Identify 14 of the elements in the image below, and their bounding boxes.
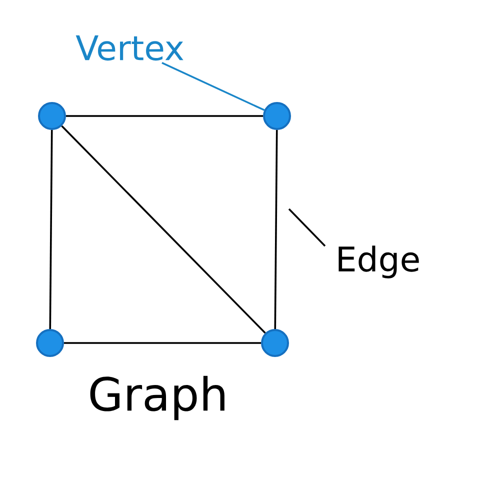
vertex-dot	[38, 102, 66, 130]
graph-edge	[66, 115, 263, 117]
leader-line	[162, 62, 265, 111]
vertex-dot	[263, 102, 291, 130]
graph-edge	[49, 130, 53, 330]
graph-edge	[64, 342, 261, 344]
caption-label: Graph	[90, 376, 224, 420]
vertex-dot	[261, 329, 289, 357]
vertex-dot	[36, 329, 64, 357]
leader-line	[288, 208, 326, 247]
callout-label: Vertex	[76, 35, 184, 61]
callout-label: Edge	[338, 246, 419, 278]
graph-edge	[274, 130, 278, 330]
graph-edge	[61, 125, 266, 334]
